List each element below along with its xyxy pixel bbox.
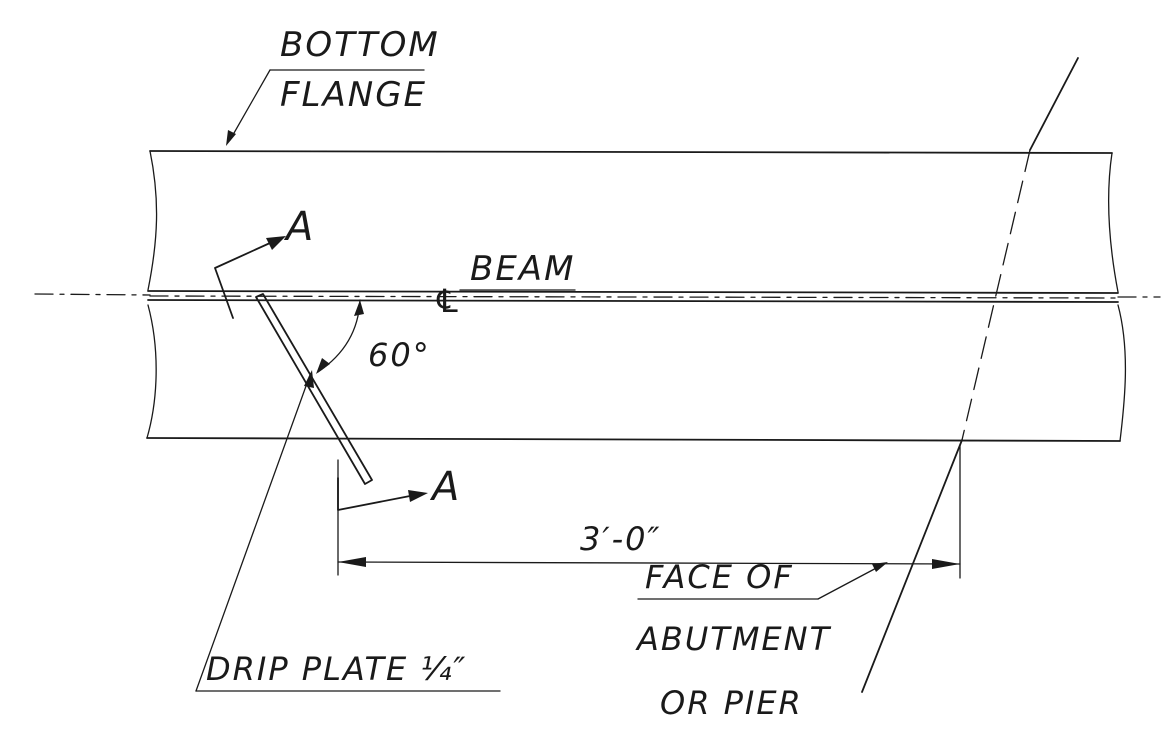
bottom-flange-label-line2: FLANGE [280,75,427,115]
face-label-line1: FACE OF [645,558,794,596]
leader-bottom-flange [226,69,425,146]
leader-drip-plate [195,370,501,692]
drip-plate-label: DRIP PLATE ¼″ [206,650,467,688]
bottom-flange-outline [146,150,1127,442]
face-label-line2: ABUTMENT [635,620,832,658]
bottom-flange-label-line1: BOTTOM [280,25,440,65]
centerline-symbol: ℄ [433,282,464,320]
face-of-abutment-line [861,57,1079,693]
dimension-3ft [337,444,961,579]
leader-face-of-abutment [637,562,888,600]
dimension-label: 3′-0″ [580,520,661,558]
drip-plate [255,293,373,485]
section-cut-bottom [337,477,428,511]
angle-arc [316,299,364,374]
section-mark-bottom: A [429,464,461,510]
beam-label: BEAM [470,249,575,289]
face-label-line3: OR PIER [660,684,803,722]
section-cut-top [214,236,286,319]
section-mark-top: A [283,204,315,250]
beam-centerline [34,290,1161,303]
angle-label: 60° [368,336,431,374]
